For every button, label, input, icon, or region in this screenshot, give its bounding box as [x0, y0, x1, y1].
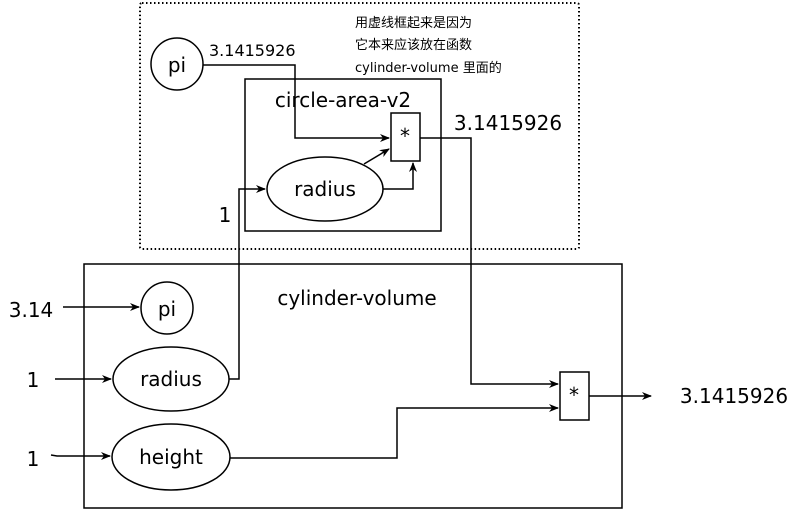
note-line-2: 它本来应该放在函数 [355, 37, 472, 53]
circle-area-v2-title: circle-area-v2 [275, 88, 411, 112]
dotted-container [139, 2, 580, 250]
outer-radius-label: radius [140, 367, 202, 391]
outer-multiply-node [559, 371, 590, 421]
inner-pi-label: pi [168, 53, 186, 77]
final-result: 3.1415926 [680, 384, 788, 408]
wire-inner-radius-to-multiply-a [363, 148, 390, 165]
outer-pi-node [140, 281, 194, 335]
circle-area-v2-box [244, 78, 442, 232]
wire-height-argument [50, 452, 111, 460]
pi-argument: 3.14 [9, 298, 54, 322]
height-argument: 1 [27, 447, 40, 471]
cylinder-volume-box [83, 263, 623, 509]
wire-outer-radius-to-inner-radius [229, 185, 266, 380]
inner-pi-node [150, 37, 204, 91]
inner-radius-input: 1 [219, 203, 232, 227]
radius-argument: 1 [27, 368, 40, 392]
inner-multiply-node [390, 112, 421, 162]
note-line-3: cylinder-volume 里面的 [355, 60, 502, 76]
inner-pi-value: 3.1415926 [209, 41, 296, 60]
wire-inner-pi-to-multiply [203, 64, 390, 142]
wire-height-to-outer-multiply [230, 404, 559, 459]
inner-multiply-label: * [400, 124, 410, 148]
outer-pi-label: pi [158, 297, 176, 321]
outer-height-label: height [139, 445, 203, 469]
outer-multiply-label: * [569, 383, 579, 407]
note-line-1: 用虚线框起来是因为 [355, 16, 472, 31]
inner-output-value: 3.1415926 [454, 111, 562, 135]
wire-inner-radius-to-multiply-b [383, 162, 417, 190]
cylinder-volume-title: cylinder-volume [277, 286, 436, 310]
wire-inner-output-to-outer-multiply [420, 137, 559, 388]
inner-radius-label: radius [294, 177, 356, 201]
outer-height-node [111, 423, 231, 491]
